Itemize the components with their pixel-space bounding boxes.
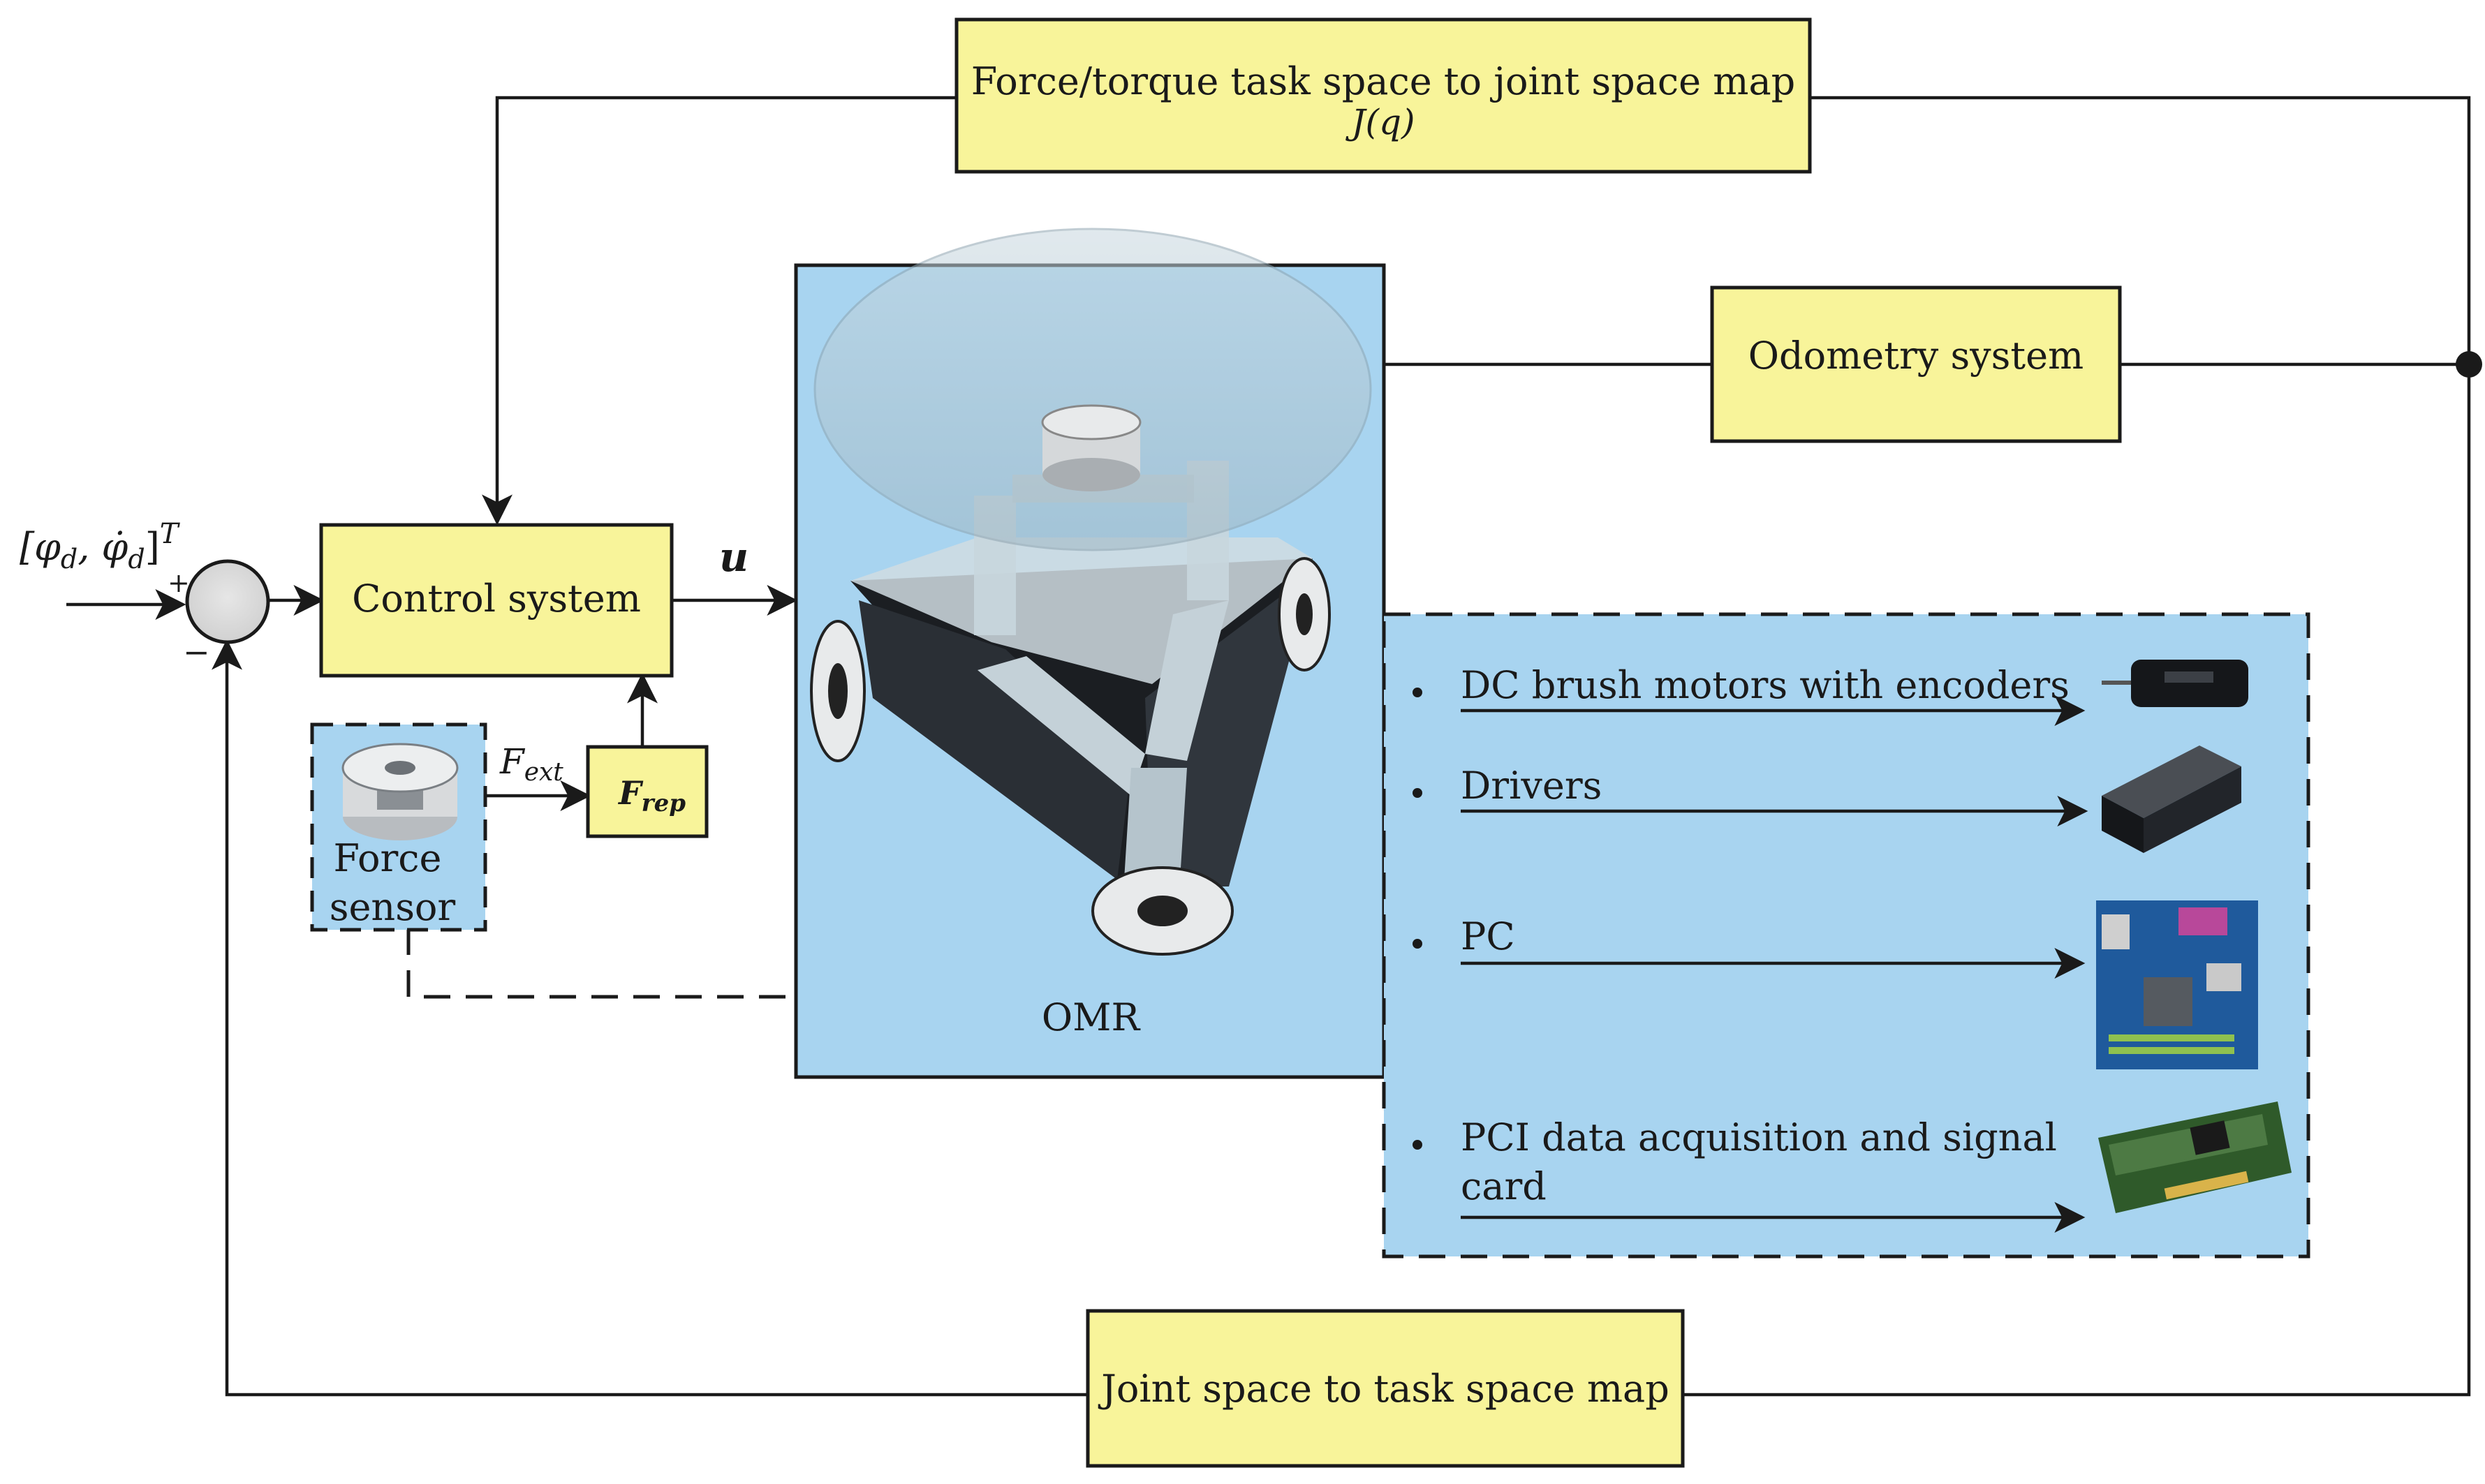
wire-bottom-map-to-sum (212, 639, 1088, 1397)
force-sensor-label-line1: Force (333, 836, 441, 880)
bottom-map-label: Joint space to task space map (1098, 1367, 1669, 1411)
omr-label: OMR (1042, 995, 1141, 1039)
fext-label: Fext (499, 741, 563, 787)
bullet (1413, 688, 1422, 697)
force-sensor-image (341, 743, 459, 840)
hardware-item-pc[interactable]: PC (1413, 900, 2258, 1069)
omr-panel[interactable]: OMR (794, 228, 1386, 1079)
pci-card-image (2098, 1101, 2292, 1213)
block-joint-to-task-map[interactable]: Joint space to task space map (1086, 1309, 1685, 1468)
hardware-item-label-line2: card (1461, 1164, 1547, 1208)
dc-motor-image (2102, 660, 2248, 707)
control-system-label: Control system (352, 577, 641, 621)
bullet (1413, 788, 1422, 798)
force-sensor-panel[interactable]: Force sensor (310, 722, 487, 932)
odometry-label: Odometry system (1748, 334, 2084, 378)
hardware-item-label: DC brush motors with encoders (1461, 663, 2070, 707)
minus-sign: − (183, 633, 210, 671)
block-frep[interactable]: Frep (586, 745, 709, 838)
plus-sign: + (168, 567, 190, 598)
wire-junction-to-bottom-map (1683, 364, 2471, 1397)
block-odometry-system[interactable]: Odometry system (1710, 285, 2122, 443)
hardware-item-label-line1: PCI data acquisition and signal (1461, 1115, 2057, 1159)
hardware-item-label: Drivers (1461, 764, 1602, 808)
driver-image (2102, 745, 2241, 853)
omr-robot-image (810, 228, 1372, 956)
pc-motherboard-image (2096, 900, 2258, 1069)
bullet (1413, 939, 1422, 949)
force-sensor-label-line2: sensor (330, 885, 456, 929)
block-force-torque-map[interactable]: Force/torque task space to joint space m… (954, 17, 1812, 174)
hardware-item-label: PC (1461, 914, 1515, 958)
wire-top-map-to-control (482, 96, 957, 526)
top-map-jacobian: J(q) (1345, 102, 1415, 142)
frep-label: Frep (617, 774, 686, 817)
junction-dot (2456, 351, 2482, 378)
bullet (1413, 1140, 1422, 1150)
block-control-system[interactable]: Control system (319, 523, 674, 678)
summing-junction[interactable] (185, 559, 270, 644)
hardware-item-pci-card[interactable]: PCI data acquisition and signal card (1413, 1101, 2292, 1233)
control-signal-u: u (719, 533, 749, 581)
hardware-item-motors[interactable]: DC brush motors with encoders (1413, 660, 2248, 726)
hardware-item-drivers[interactable]: Drivers (1413, 745, 2241, 853)
top-map-title: Force/torque task space to joint space m… (971, 59, 1795, 103)
input-reference-label: [φd, φ̇d]T (20, 518, 181, 574)
wire-top-map-to-junction (1810, 96, 2471, 364)
